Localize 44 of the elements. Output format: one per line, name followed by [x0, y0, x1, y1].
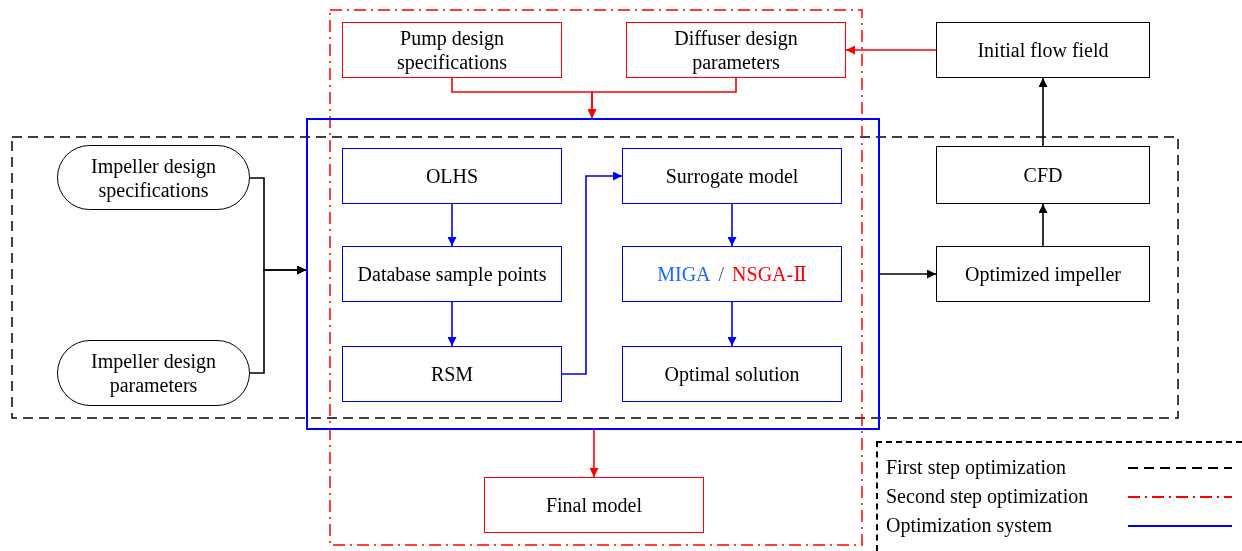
process-box	[342, 346, 562, 402]
process-box	[622, 148, 842, 204]
arrow	[879, 269, 937, 279]
box-label: RSM	[430, 362, 474, 386]
box-label: NSGA-Ⅱ	[732, 262, 807, 286]
box-label: /	[718, 262, 725, 286]
process-box	[626, 22, 846, 78]
box-label: Impeller design parameters	[90, 349, 217, 397]
legend-label: Optimization system	[886, 514, 1053, 537]
arrow	[845, 45, 937, 55]
box-label: OLHS	[425, 164, 479, 188]
box-label: MIGA	[657, 262, 711, 286]
box-label: CFD	[1023, 163, 1063, 187]
box-label: Database sample points	[357, 262, 547, 286]
process-box	[342, 246, 562, 302]
arrow	[587, 77, 737, 119]
system-frame	[306, 118, 880, 430]
box-label: Surrogate model	[665, 164, 799, 188]
arrow	[249, 265, 307, 374]
box-label: Initial flow field	[977, 38, 1109, 62]
process-box	[484, 477, 704, 533]
box-label: Impeller design specifications	[90, 153, 217, 202]
arrow	[447, 301, 457, 347]
legend-label: First step optimization	[886, 456, 1066, 479]
box-label: Optimized impeller	[964, 262, 1122, 286]
legend-label: Second step optimization	[886, 485, 1089, 508]
process-box	[622, 346, 842, 402]
process-box	[936, 246, 1150, 302]
arrow	[561, 171, 623, 375]
arrow	[589, 429, 599, 478]
arrow	[727, 203, 737, 247]
arrow	[447, 203, 457, 247]
process-box	[936, 22, 1150, 78]
box-label: Diffuser design parameters	[673, 26, 799, 74]
process-box	[936, 146, 1150, 204]
arrow	[1038, 203, 1048, 247]
arrow	[727, 301, 737, 347]
box-label: Final model	[545, 493, 643, 517]
box-label: Pump design specifications	[396, 26, 508, 74]
process-box	[342, 22, 562, 78]
process-box	[342, 148, 562, 204]
box-label: Optimal solution	[664, 362, 800, 386]
process-box	[622, 246, 842, 302]
arrow	[1038, 77, 1048, 147]
